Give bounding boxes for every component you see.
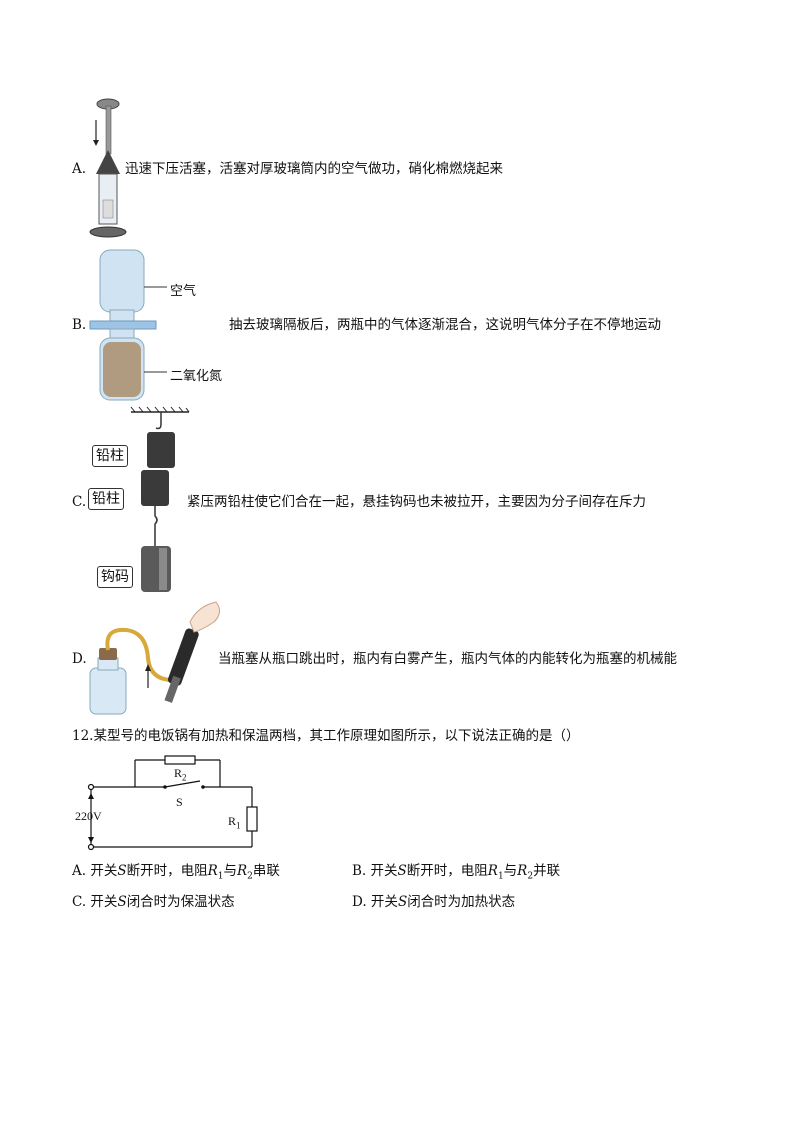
option-a-text: 迅速下压活塞，活塞对厚玻璃筒内的空气做功，硝化棉燃烧起来 (125, 161, 503, 177)
question-12-stem: 12.某型号的电饭锅有加热和保温两档，其工作原理如图所示，以下说法正确的是（） (72, 728, 580, 744)
label-air: 空气 (170, 284, 197, 299)
option-a-letter: A. (72, 161, 87, 177)
option-d-text: 当瓶塞从瓶口跳出时，瓶内有白雾产生，瓶内气体的内能转化为瓶塞的机械能 (218, 651, 677, 667)
fire-syringe-illustration (89, 98, 127, 238)
label-no2: 二氧化氮 (170, 369, 223, 384)
r1-label: R1 (228, 814, 241, 831)
switch-label: S (176, 795, 183, 809)
lead-cylinders-illustration (130, 406, 190, 592)
option-b-letter: B. (72, 317, 87, 333)
choice-d: D. 开关S闭合时为加热状态 (352, 894, 516, 910)
gas-diffusion-bottles-illustration (89, 249, 167, 401)
choice-a: A. 开关S断开时，电阻R1与R2串联 (72, 863, 280, 882)
pump-bottle-illustration (89, 601, 220, 715)
option-c-letter: C. (72, 494, 87, 510)
option-d-letter: D. (72, 651, 87, 667)
label-lead-2: 铅柱 (88, 488, 124, 510)
voltage-label: 220V (75, 809, 102, 823)
option-c-text: 紧压两铅柱使它们合在一起，悬挂钩码也未被拉开，主要因为分子间存在斥力 (187, 494, 646, 510)
option-b-text: 抽去玻璃隔板后，两瓶中的气体逐渐混合，这说明气体分子在不停地运动 (229, 317, 661, 333)
circuit-diagram (87, 755, 258, 851)
r2-label: R2 (174, 766, 187, 783)
choice-b: B. 开关S断开时，电阻R1与R2并联 (352, 863, 561, 882)
label-weight: 钩码 (97, 566, 133, 588)
choice-c: C. 开关S闭合时为保温状态 (72, 894, 235, 910)
label-lead-1: 铅柱 (92, 445, 128, 467)
